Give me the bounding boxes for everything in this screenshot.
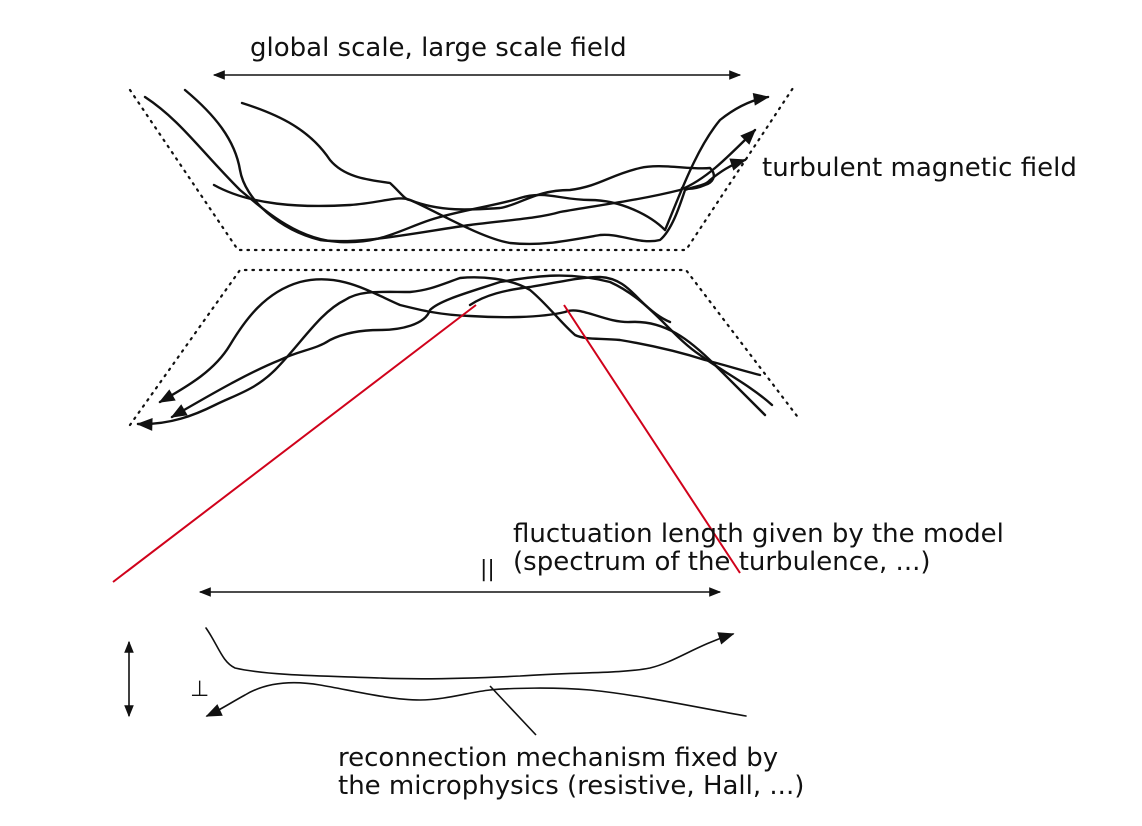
zoomed-field-lines: [205, 627, 747, 717]
perp-symbol: ⊥: [190, 677, 209, 702]
zoom-lines: [112, 304, 741, 583]
reconnection-leader-line: [489, 685, 537, 736]
reconnection-label-line2: the microphysics (resistive, Hall, ...): [338, 771, 804, 801]
global-scale-label: global scale, large scale field: [250, 33, 627, 63]
reconnection-label-line1: reconnection mechanism fixed by: [338, 743, 778, 773]
current-sheet-boundary: [128, 83, 802, 427]
fluctuation-label-line1: fluctuation length given by the model: [513, 519, 1004, 549]
parallel-symbol: ||: [480, 557, 495, 582]
fluctuation-label-line2: (spectrum of the turbulence, ...): [513, 547, 931, 577]
turbulent-field-label: turbulent magnetic field: [762, 153, 1077, 183]
upper-field-lines: [143, 88, 770, 246]
lower-field-lines: [136, 274, 774, 431]
